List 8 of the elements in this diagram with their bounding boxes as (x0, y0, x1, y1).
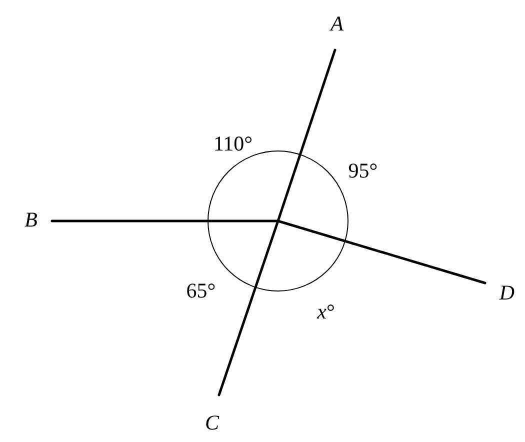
angle-label: x° (317, 300, 335, 324)
point-label: A (330, 12, 344, 36)
angle-label: 95° (348, 158, 378, 184)
angle-label: 65° (186, 278, 216, 304)
point-label: B (24, 208, 38, 232)
point-label: C (205, 410, 219, 436)
point-label: D (499, 280, 515, 306)
angle-label: 110° (213, 132, 253, 156)
